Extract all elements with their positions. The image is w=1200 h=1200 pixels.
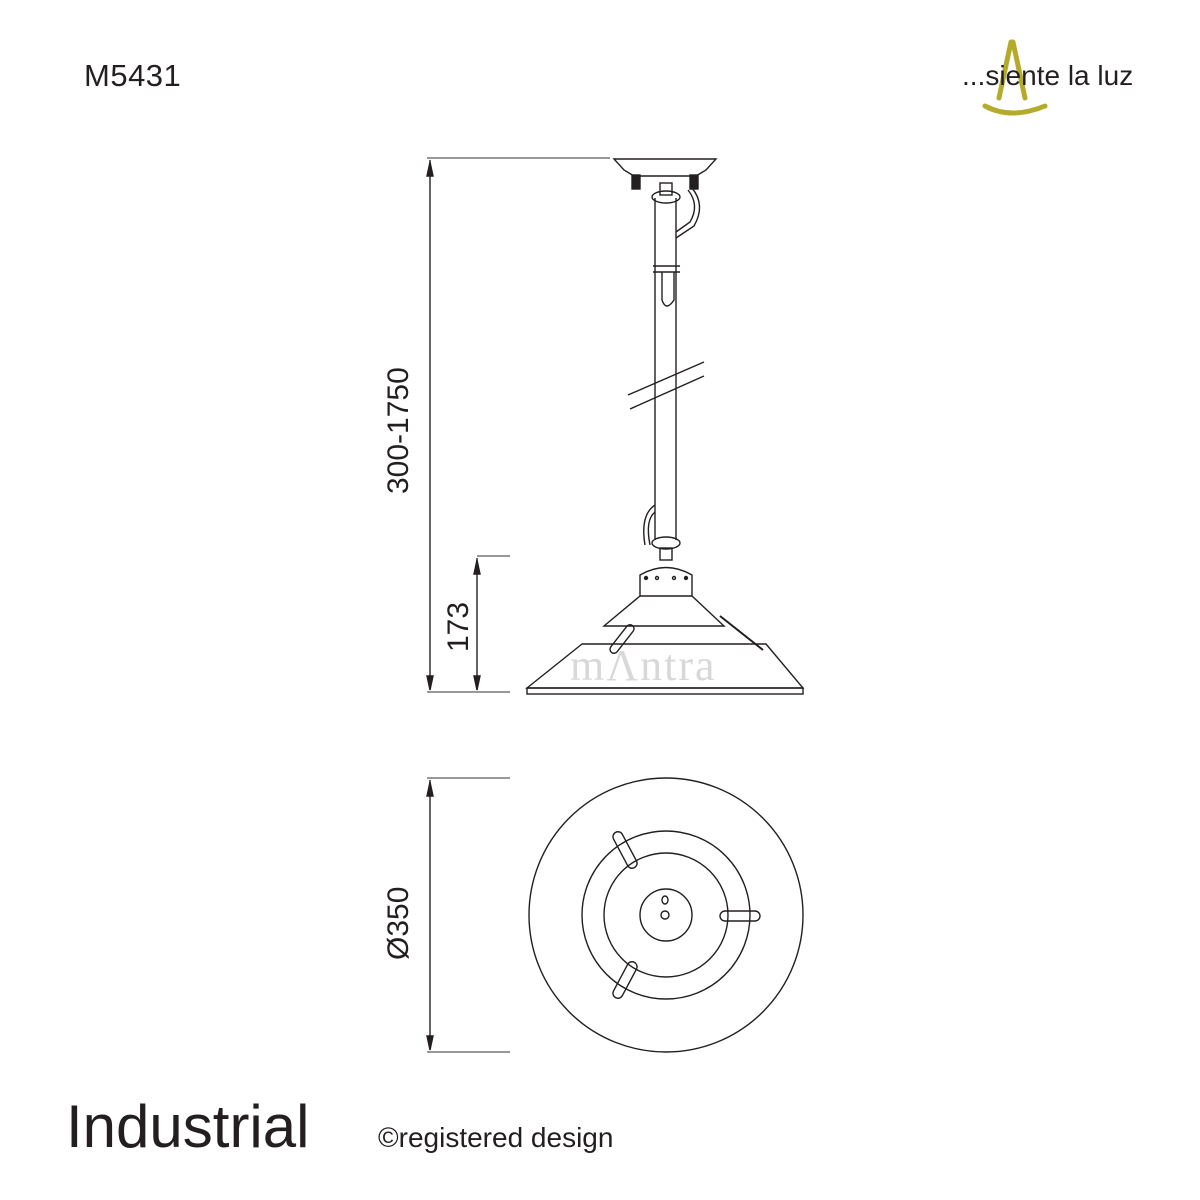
registered-design-note: ©registered design (378, 1122, 614, 1153)
ceiling-canopy (612, 158, 718, 204)
bracket-top-left (612, 831, 638, 869)
bracket-bottom-left (612, 961, 638, 999)
bottom-view (528, 777, 804, 1053)
total-height-dimension (426, 157, 610, 693)
diameter-label: Ø350 (382, 887, 415, 960)
shade-height-label: 173 (442, 602, 475, 652)
lamp-shade (525, 566, 805, 695)
suspension-rod (627, 187, 705, 561)
total-height-label: 300-1750 (382, 367, 415, 494)
brand-logo-icon (982, 39, 1048, 116)
model-code: M5431 (84, 58, 182, 93)
product-name: Industrial (66, 1093, 310, 1160)
bracket-right (719, 910, 761, 922)
watermark: mΛntra (570, 641, 717, 690)
brand-tagline: ...siente la luz (962, 60, 1134, 91)
diameter-dimension (426, 777, 510, 1053)
shade-height-dimension (473, 555, 510, 691)
